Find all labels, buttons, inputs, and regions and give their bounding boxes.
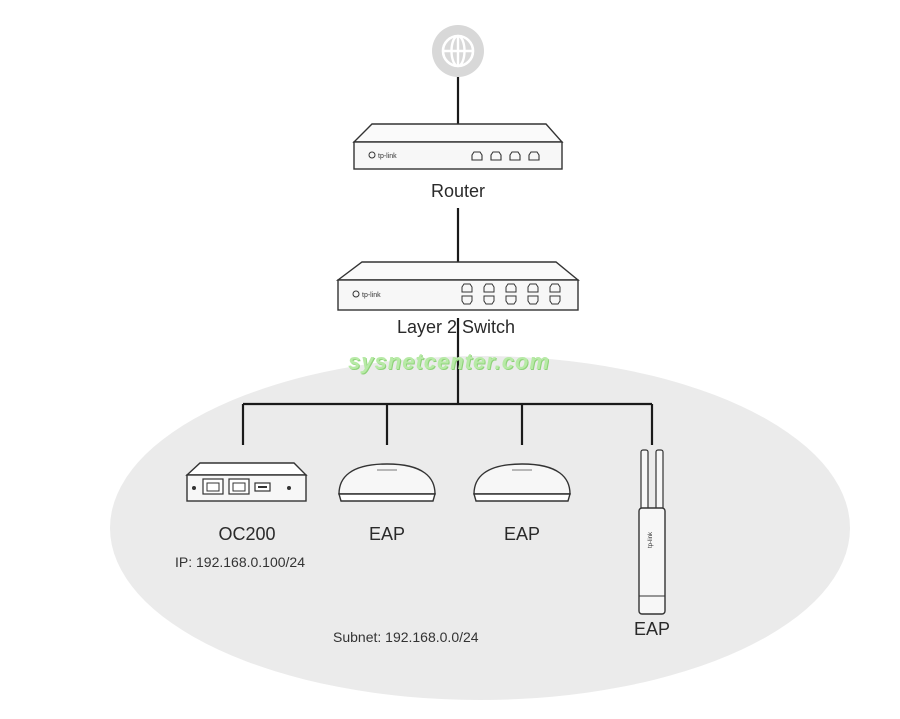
globe-icon — [432, 25, 484, 77]
eap2-label: EAP — [503, 524, 541, 544]
controller-icon — [185, 462, 308, 502]
outdoor-ap-icon: tp-link — [638, 449, 666, 615]
switch-brand: tp-link — [362, 292, 381, 299]
router-icon: tp-link — [352, 123, 564, 170]
router-brand: tp-link — [378, 153, 397, 160]
subnet-label: Subnet: 192.168.0.0/24 — [333, 629, 479, 645]
switch-label: Layer 2 Switch — [396, 317, 516, 337]
oc200-label: OC200 — [218, 524, 276, 544]
subnet-area — [110, 356, 850, 700]
connection-lines — [241, 77, 654, 445]
eap3-label: EAP — [633, 619, 671, 639]
watermark: sysnetcenter.com — [348, 349, 550, 374]
ceiling-ap-icon-2 — [473, 463, 571, 502]
switch-icon: tp-link — [335, 261, 580, 311]
outdoor-ap-brand: tp-link — [648, 531, 654, 548]
eap1-label: EAP — [368, 524, 406, 544]
ceiling-ap-icon-1 — [338, 463, 436, 502]
router-label: Router — [430, 181, 486, 201]
oc200-ip-label: IP: 192.168.0.100/24 — [175, 554, 305, 570]
